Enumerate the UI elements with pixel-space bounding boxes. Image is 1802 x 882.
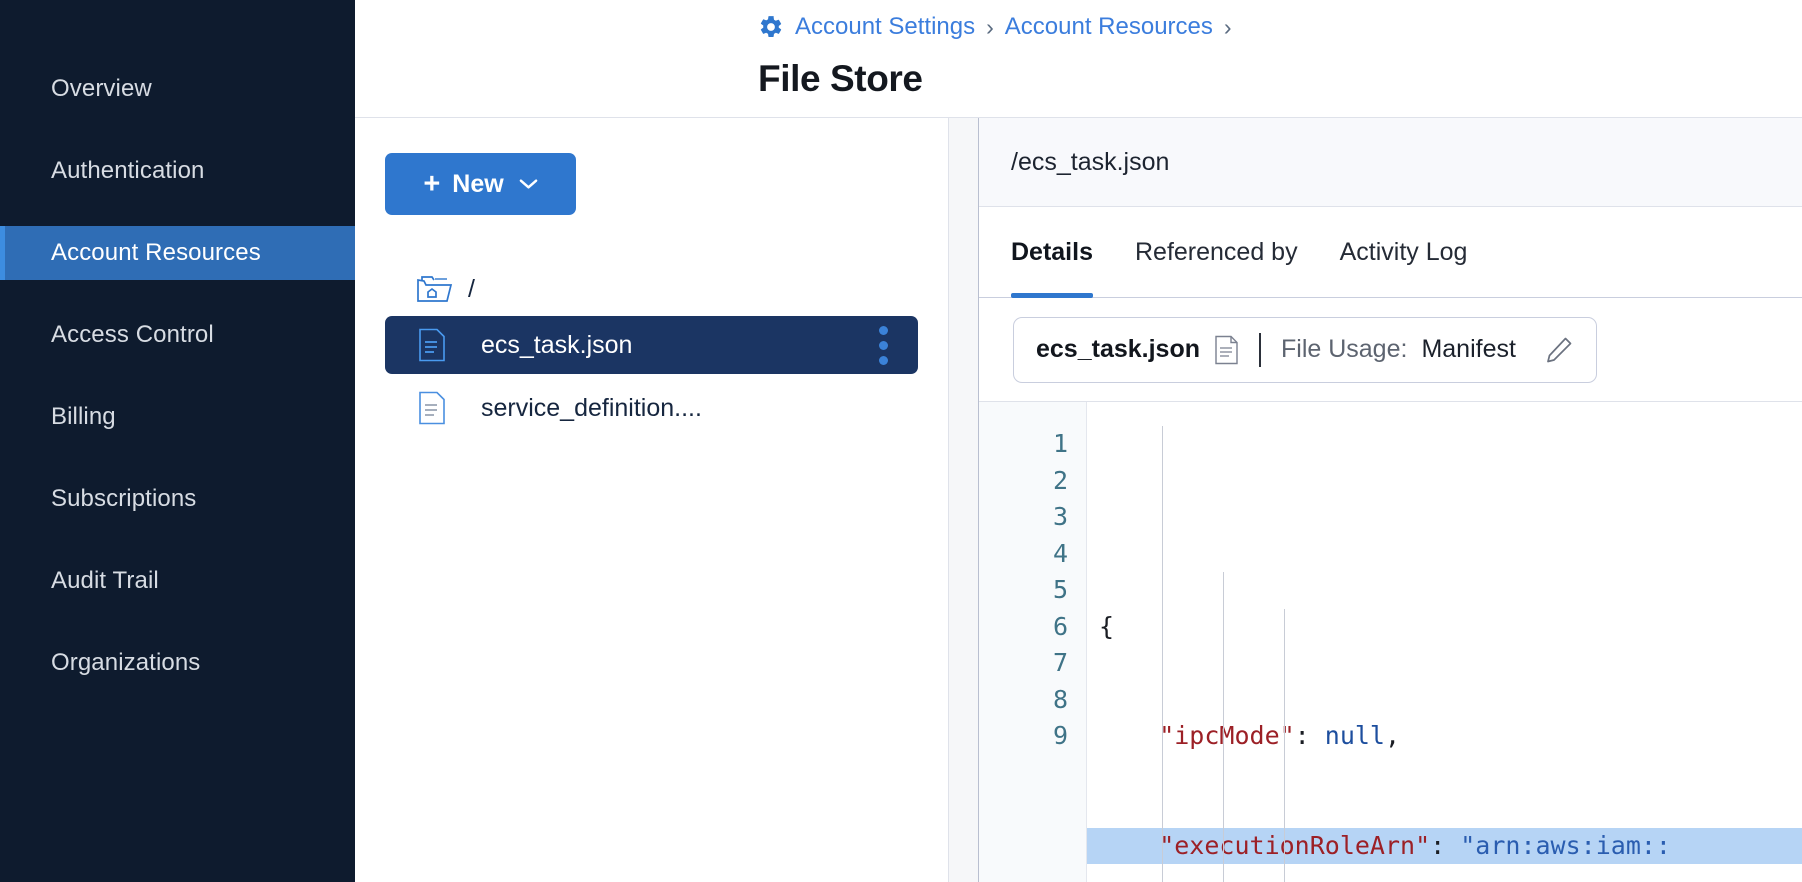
- sidebar: Overview Authentication Account Resource…: [0, 0, 355, 882]
- pane-splitter[interactable]: [948, 118, 979, 882]
- file-browser-pane: + New /: [355, 118, 948, 882]
- indent-guide: [1162, 426, 1163, 882]
- tab-referenced-by[interactable]: Referenced by: [1135, 207, 1298, 298]
- sidebar-item-overview[interactable]: Overview: [0, 62, 355, 116]
- pencil-icon[interactable]: [1544, 335, 1574, 365]
- file-name-label: service_definition....: [481, 393, 702, 422]
- file-tree: / ecs_task.json: [385, 267, 948, 437]
- new-button[interactable]: + New: [385, 153, 576, 215]
- sidebar-item-label: Billing: [51, 403, 116, 430]
- sidebar-item-organizations[interactable]: Organizations: [0, 636, 355, 690]
- breadcrumb-link-account-resources[interactable]: Account Resources: [1004, 13, 1213, 40]
- breadcrumb: Account Settings › Account Resources ›: [758, 8, 1802, 46]
- tab-label: Activity Log: [1339, 237, 1468, 266]
- file-row[interactable]: ecs_task.json: [385, 316, 918, 374]
- code-editor[interactable]: 1 2 3 4 5 6 7 8 9 {: [979, 402, 1802, 882]
- indent-guide: [1284, 609, 1285, 882]
- editor-line-numbers: 1 2 3 4 5 6 7 8 9: [979, 402, 1087, 882]
- usage-divider: [1259, 332, 1261, 367]
- chevron-down-icon: [519, 179, 538, 189]
- sidebar-item-label: Organizations: [51, 649, 201, 676]
- file-path-bar: /ecs_task.json: [979, 118, 1802, 207]
- breadcrumb-link-account-settings[interactable]: Account Settings: [795, 13, 976, 40]
- editor-code-area[interactable]: { "ipcMode": null, "executionRoleArn": "…: [1087, 402, 1802, 882]
- file-usage-area: ecs_task.json File Usage: Manifest: [979, 298, 1802, 402]
- tree-root-folder[interactable]: /: [385, 267, 948, 311]
- sidebar-item-authentication[interactable]: Authentication: [0, 144, 355, 198]
- sidebar-item-label: Account Resources: [51, 239, 261, 266]
- detail-tabs: Details Referenced by Activity Log: [979, 207, 1802, 298]
- sidebar-item-label: Audit Trail: [51, 567, 159, 594]
- file-name-label: ecs_task.json: [481, 330, 633, 359]
- sidebar-item-account-resources[interactable]: Account Resources: [0, 226, 355, 280]
- breadcrumb-separator: ›: [1223, 13, 1232, 40]
- sidebar-item-label: Overview: [51, 75, 152, 102]
- gear-icon: [760, 16, 782, 37]
- usage-file-name: ecs_task.json: [1036, 335, 1200, 363]
- file-icon: [419, 328, 445, 362]
- usage-value: Manifest: [1421, 335, 1516, 363]
- tab-label: Referenced by: [1134, 237, 1298, 266]
- code-line-highlighted: "executionRoleArn": "arn:aws:iam::: [1087, 827, 1802, 864]
- sidebar-item-billing[interactable]: Billing: [0, 390, 355, 444]
- tab-label: Details: [1011, 237, 1093, 266]
- sidebar-item-audit-trail[interactable]: Audit Trail: [0, 554, 355, 608]
- line-number: 8: [1052, 684, 1068, 714]
- line-number: 1: [1052, 429, 1068, 458]
- sidebar-item-label: Authentication: [51, 157, 205, 184]
- code-line: {: [1099, 611, 1115, 641]
- folder-home-icon: [417, 276, 453, 302]
- tab-activity-log[interactable]: Activity Log: [1340, 207, 1468, 298]
- sidebar-item-subscriptions[interactable]: Subscriptions: [0, 472, 355, 526]
- document-icon: [1215, 335, 1238, 364]
- tab-details[interactable]: Details: [1011, 207, 1093, 298]
- line-number: 7: [1052, 648, 1068, 677]
- kebab-menu-icon[interactable]: [879, 325, 888, 365]
- line-number: 4: [1052, 538, 1068, 568]
- main-content: Account Settings › Account Resources › F…: [355, 0, 1802, 882]
- page-title: File Store: [758, 58, 923, 99]
- file-icon: [419, 391, 445, 425]
- line-number: 9: [1052, 721, 1068, 750]
- file-path-text: /ecs_task.json: [1011, 147, 1170, 176]
- breadcrumb-separator: ›: [986, 13, 994, 40]
- indent-guide: [1223, 572, 1224, 882]
- line-number: 3: [1052, 502, 1068, 531]
- page-header: Account Settings › Account Resources › F…: [355, 0, 1802, 118]
- sidebar-item-access-control[interactable]: Access Control: [0, 308, 355, 362]
- tree-root-label: /: [468, 274, 475, 303]
- line-number: 6: [1052, 611, 1068, 641]
- code-line: "ipcMode": null,: [1099, 721, 1401, 750]
- new-button-label: New: [452, 169, 504, 198]
- file-row[interactable]: service_definition....: [385, 379, 948, 437]
- line-number: 5: [1052, 575, 1068, 604]
- sidebar-item-label: Subscriptions: [51, 485, 197, 512]
- line-number: 2: [1052, 465, 1068, 495]
- plus-icon: +: [423, 167, 441, 200]
- file-usage-box: ecs_task.json File Usage: Manifest: [1013, 316, 1597, 383]
- file-detail-pane: /ecs_task.json Details Referenced by Act…: [979, 118, 1802, 882]
- sidebar-item-label: Access Control: [51, 321, 214, 348]
- body-split: + New /: [355, 118, 1802, 882]
- usage-label: File Usage:: [1281, 335, 1408, 363]
